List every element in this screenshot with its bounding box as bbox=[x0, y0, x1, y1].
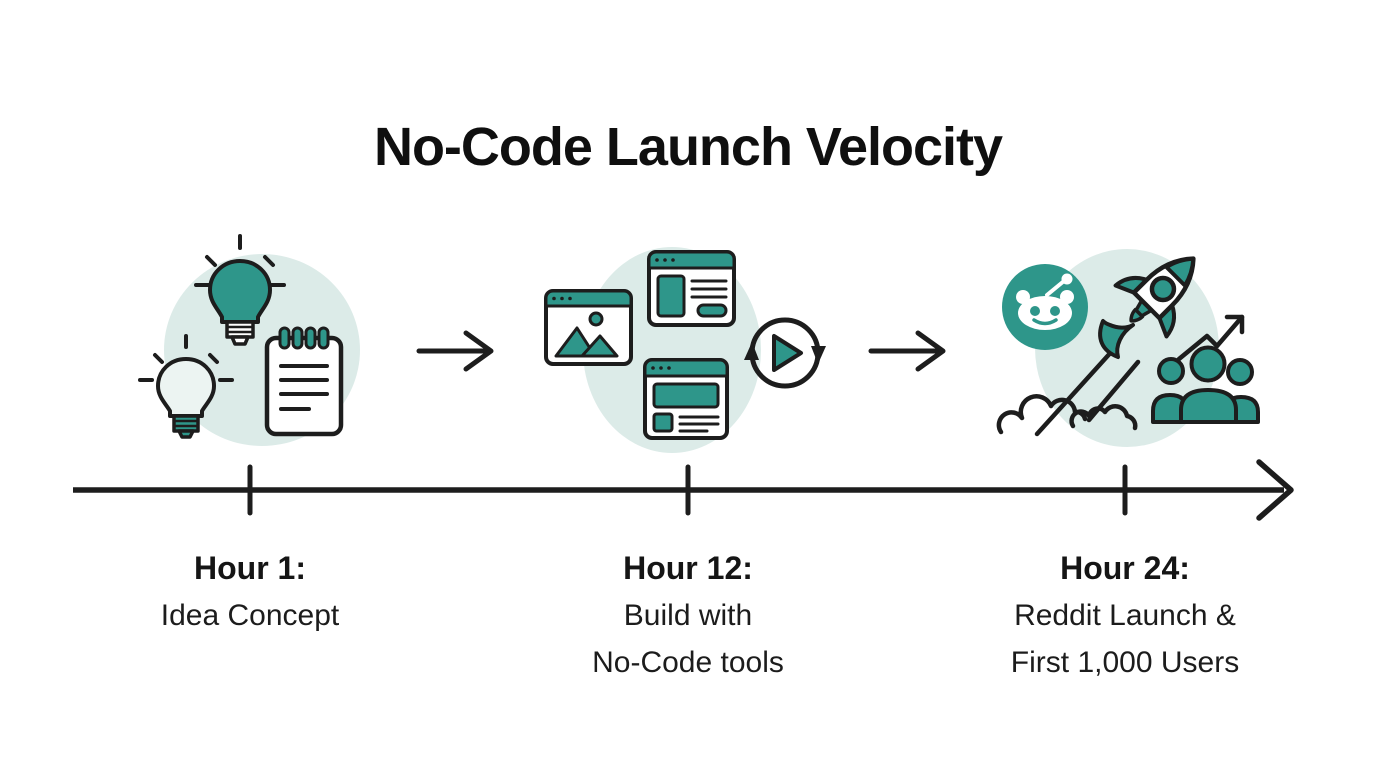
stage-3-illustration bbox=[996, 249, 1260, 447]
growth-arrow-icon bbox=[1176, 314, 1245, 362]
stage-3-description: First 1,000 Users bbox=[1010, 646, 1240, 679]
stage-3-time: Hour 24: bbox=[1060, 550, 1190, 586]
refresh-play-icon bbox=[744, 317, 826, 389]
stage-1-art bbox=[100, 226, 400, 458]
stage-2-label: Hour 12: Build with No-Code tools bbox=[498, 545, 878, 686]
rocket-trail-line bbox=[1034, 347, 1116, 437]
timeline-axis bbox=[73, 459, 1294, 521]
stage-3-art bbox=[975, 226, 1315, 462]
users-group-icon bbox=[1151, 345, 1260, 424]
browser-image-window-icon bbox=[544, 289, 633, 366]
stage-2-illustration bbox=[544, 247, 826, 453]
browser-banner-window-icon bbox=[643, 358, 729, 440]
timeline-arrowhead-icon bbox=[1256, 459, 1294, 521]
stage-2-art bbox=[530, 226, 850, 458]
lightbulb-filled-icon bbox=[194, 234, 286, 346]
stage-1-time: Hour 1: bbox=[194, 550, 306, 586]
page-title: No-Code Launch Velocity bbox=[373, 117, 1003, 178]
flow-arrow-icon bbox=[868, 330, 946, 372]
stage-2-description: Build with bbox=[623, 599, 753, 632]
rocket-flame bbox=[1098, 319, 1135, 359]
stage-1-label: Hour 1: Idea Concept bbox=[60, 545, 440, 639]
stage-2-description: No-Code tools bbox=[592, 646, 784, 679]
stage-2-time: Hour 12: bbox=[623, 550, 753, 586]
lightbulb-outline-icon bbox=[138, 334, 234, 439]
rocket-trail-line bbox=[1086, 359, 1141, 423]
reddit-icon bbox=[1002, 264, 1088, 350]
browser-profile-window-icon bbox=[647, 250, 736, 327]
stage-3-label: Hour 24: Reddit Launch & First 1,000 Use… bbox=[935, 545, 1315, 686]
stage-1-description: Idea Concept bbox=[160, 599, 340, 632]
stage-1-illustration bbox=[138, 234, 360, 446]
smoke-clouds-icon bbox=[996, 394, 1138, 435]
flow-arrow-icon bbox=[416, 330, 494, 372]
stage-3-description: Reddit Launch & bbox=[1014, 599, 1236, 632]
rocket-icon bbox=[1113, 256, 1196, 339]
notepad-icon bbox=[264, 326, 344, 437]
